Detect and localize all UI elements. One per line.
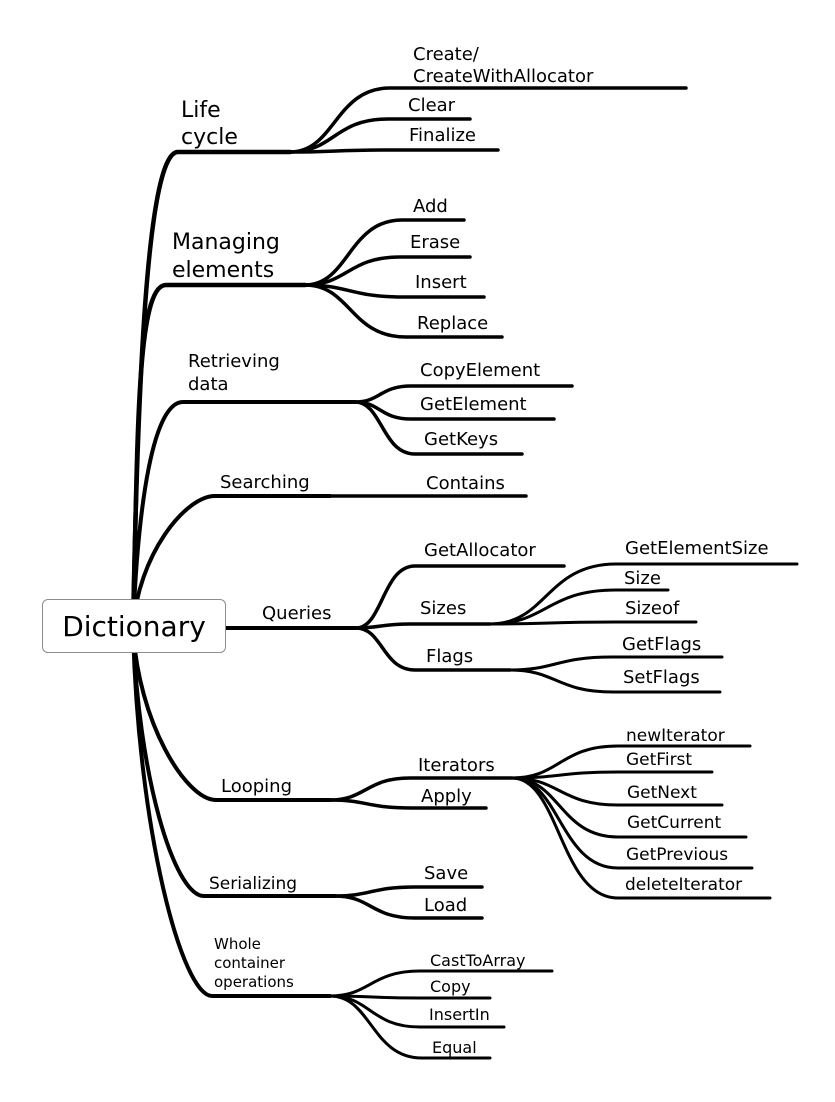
edge-getallocator [354,564,566,630]
leaf-apply[interactable]: Apply [421,786,472,807]
edge-flags [354,626,512,672]
branch-searching[interactable]: Searching [220,472,310,493]
node-sizes[interactable]: Sizes [420,598,467,619]
leaf-getnext[interactable]: GetNext [627,783,697,803]
edge-setflags [508,668,722,694]
edge-retrieving-data [131,400,357,630]
leaf-create-createwithallocator[interactable]: Create/ CreateWithAllocator [413,44,594,87]
edge-apply [328,798,488,810]
leaf-copyelement[interactable]: CopyElement [420,360,541,381]
leaf-newiterator[interactable]: newIterator [626,726,725,746]
edge-equal [328,994,492,1060]
leaf-setflags[interactable]: SetFlags [623,667,700,688]
leaf-equal[interactable]: Equal [432,1038,477,1057]
leaf-clear[interactable]: Clear [408,95,456,116]
leaf-replace[interactable]: Replace [417,313,489,334]
branch-retrieving-data[interactable]: Retrieving data [188,351,280,395]
edge-looping [131,626,332,802]
root-node-dictionary[interactable]: Dictionary [42,599,226,653]
edge-erase [303,255,472,287]
edge-create [288,86,688,154]
leaf-getkeys[interactable]: GetKeys [424,429,499,450]
edge-add [303,218,466,287]
leaf-insert[interactable]: Insert [415,272,467,293]
branch-serializing[interactable]: Serializing [209,874,298,894]
edge-size [488,588,670,626]
edge-deleteiterator [510,776,772,900]
edge-copy [328,994,492,1000]
leaf-deleteiterator[interactable]: deleteIterator [625,875,743,895]
edge-replace [303,283,504,339]
branch-queries[interactable]: Queries [262,603,332,624]
edge-sizeof [488,620,698,626]
edge-managing-elements [130,282,308,631]
leaf-casttoarray[interactable]: CastToArray [430,951,526,970]
edge-sizes [354,622,492,630]
edge-whole-container [131,626,332,998]
branch-looping[interactable]: Looping [221,776,292,797]
branch-whole-container-operations[interactable]: Whole container operations [214,935,294,991]
leaf-finalize[interactable]: Finalize [409,125,477,146]
leaf-copy[interactable]: Copy [430,977,471,996]
edge-serializing [131,626,337,898]
leaf-getcurrent[interactable]: GetCurrent [627,813,722,833]
node-iterators[interactable]: Iterators [418,755,495,776]
branch-managing-elements[interactable]: Managing elements [172,230,280,283]
edge-getkeys [353,400,524,456]
branch-life-cycle[interactable]: Life cycle [181,98,238,150]
leaf-add[interactable]: Add [413,196,448,217]
leaf-getprevious[interactable]: GetPrevious [626,845,729,865]
leaf-save[interactable]: Save [424,863,469,884]
leaf-load[interactable]: Load [424,895,468,916]
leaf-insertin[interactable]: InsertIn [429,1005,490,1024]
leaf-getelement[interactable]: GetElement [420,394,527,415]
node-flags[interactable]: Flags [426,646,474,667]
edge-load [333,894,484,920]
leaf-getfirst[interactable]: GetFirst [626,750,693,770]
leaf-contains[interactable]: Contains [426,473,505,494]
leaf-getelementsize[interactable]: GetElementSize [625,538,769,559]
edge-finalize [288,148,500,154]
leaf-sizeof[interactable]: Sizeof [625,598,680,619]
leaf-size[interactable]: Size [624,568,661,589]
leaf-getallocator[interactable]: GetAllocator [424,540,536,561]
leaf-getflags[interactable]: GetFlags [622,634,702,655]
leaf-erase[interactable]: Erase [410,232,461,253]
